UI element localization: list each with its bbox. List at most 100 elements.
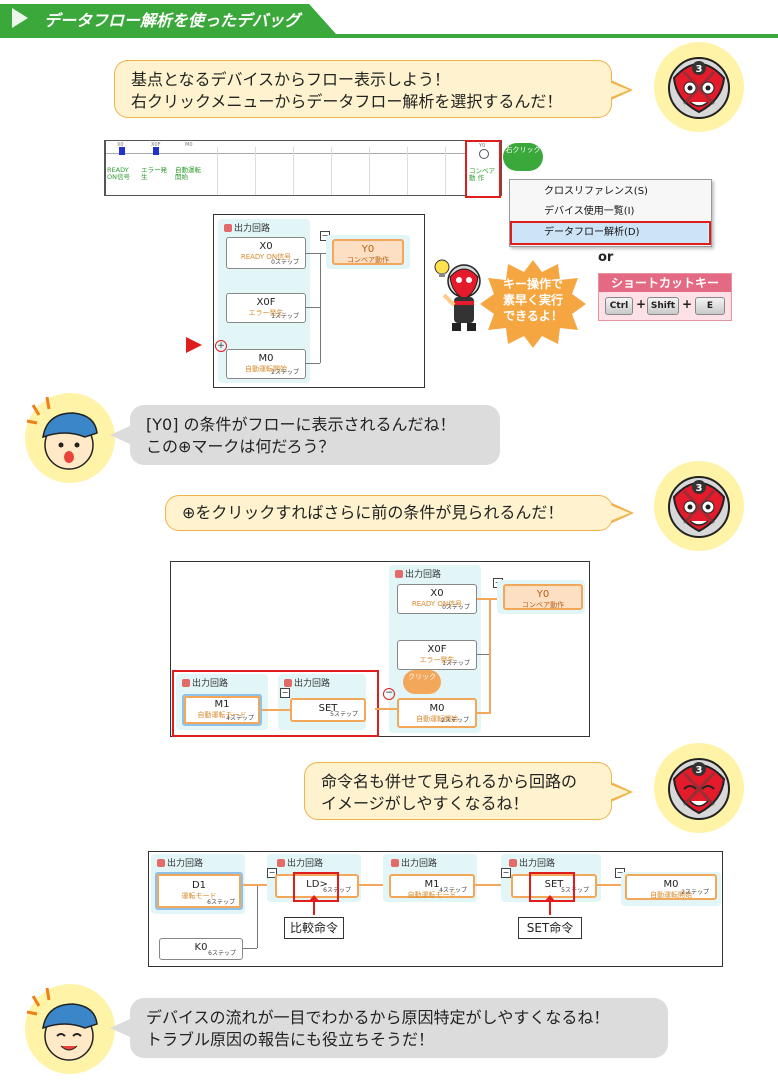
coil-y0-comment: コンベア動 作 <box>469 167 495 182</box>
collapse-ld-icon[interactable]: − <box>267 868 277 878</box>
hero-avatar-icon: 3 <box>654 42 744 132</box>
bubble-1-line-2: 右クリックメニューからデータフロー解析を選択するんだ！ <box>131 92 563 111</box>
red-arrow-icon <box>186 337 202 353</box>
group-icon <box>224 224 232 232</box>
flow2-node-m1[interactable]: M1 自動運転モード 4ステップ <box>182 694 262 726</box>
contact-x0-comment: READY ON信号 <box>107 166 130 181</box>
group-icon-2 <box>395 570 403 578</box>
boy-avatar-icon <box>25 393 115 483</box>
hero-badge-text-3: 3 <box>696 765 703 776</box>
mascot-hint-icon <box>434 259 481 331</box>
flow-panel-1: 出力回路 X0 READY ON信号 0ステップ X0F エラー発生 1ステップ… <box>213 214 425 388</box>
flow2-node-set[interactable]: SET 5ステップ <box>290 698 366 722</box>
menu-item-device-list[interactable]: デバイス使用一覧(I) <box>544 206 635 217</box>
flow-node-x0[interactable]: X0 READY ON信号 0ステップ <box>226 237 306 269</box>
collapse-set-icon[interactable]: − <box>280 688 290 698</box>
header-rule <box>0 34 778 38</box>
contact-x0-device: X0 <box>117 142 124 148</box>
coil-y0-highlight[interactable]: Y0 コンベア動 作 <box>465 140 501 198</box>
bubble-2-line-1: [Y0] の条件がフローに表示されるんだね！ <box>146 415 456 434</box>
speech-bubble-1: 基点となるデバイスからフロー表示しよう！ 右クリックメニューからデータフロー解析… <box>114 60 612 118</box>
bubble-1-tail <box>609 80 633 100</box>
boy-avatar-icon-2 <box>25 984 115 1074</box>
key-shift: Shift <box>647 297 679 315</box>
click-label: クリック <box>408 673 436 681</box>
flow2-node-x0[interactable]: X0 READY ON信号 0ステップ <box>397 584 477 614</box>
contact-x0-icon <box>119 147 125 155</box>
flow-node-x0f[interactable]: X0F エラー発生 1ステップ <box>226 293 306 323</box>
collapse-set-icon-2[interactable]: − <box>501 868 511 878</box>
speech-bubble-2: [Y0] の条件がフローに表示されるんだね！ この⊕マークは何だろう？ <box>130 405 500 465</box>
hero-face-icon-2: 3 <box>668 476 730 538</box>
group-icon-4 <box>284 679 292 687</box>
coil-icon <box>479 149 489 159</box>
header-arrow-icon <box>12 8 28 28</box>
bubble-4-tail <box>609 782 633 802</box>
menu-item-highlight <box>511 223 708 243</box>
starburst-line-2: 素早く実行 <box>502 293 563 307</box>
ladder-rung <box>105 153 501 154</box>
hero-face-icon-3: 3 <box>668 758 730 820</box>
contact-x0f-device: X0F <box>151 142 161 148</box>
bubble-1-line-1: 基点となるデバイスからフロー表示しよう！ <box>131 70 451 89</box>
flow-group-title: 出力回路 <box>224 221 270 234</box>
bubble-2-tail <box>110 425 132 445</box>
expand-plus-icon[interactable]: + <box>215 340 227 352</box>
flow3-node-m0[interactable]: M0 自動運転開始 2ステップ <box>625 874 717 900</box>
bubble-4-line-2: イメージがしやすくなるね！ <box>321 794 529 813</box>
menu-item-red-highlight <box>510 221 711 245</box>
header-band <box>0 4 336 34</box>
speech-bubble-5: デバイスの流れが一目でわかるから原因特定がしやすくなるね！ トラブル原因の報告に… <box>130 998 668 1058</box>
hero-badge-text: 3 <box>696 64 703 75</box>
starburst-line-1: キー操作で <box>502 277 563 291</box>
label-compare-instruction: 比較命令 <box>284 917 344 939</box>
ladder-left-rail <box>105 141 106 195</box>
speech-bubble-3: ⊕をクリックすればさらに前の条件が見られるんだ！ <box>165 495 613 531</box>
flow-node-m0[interactable]: M0 自動運転開始 2ステップ <box>226 349 306 379</box>
bubble-5-line-1: デバイスの流れが一目でわかるから原因特定がしやすくなるね！ <box>146 1008 610 1027</box>
bubble-2-line-2: この⊕マークは何だろう？ <box>146 437 335 456</box>
collapse-m0-icon[interactable]: − <box>383 688 395 700</box>
boy-face-icon-2 <box>26 987 98 1061</box>
key-e: E <box>695 297 725 315</box>
page-title: データフロー解析を使ったデバッグ <box>44 11 301 30</box>
flow2-node-m0[interactable]: M0 自動運転開始 2ステップ <box>397 698 477 728</box>
bubble-3-tail <box>610 503 634 523</box>
ladder-strip: X0 X0F M0 READY ON信号 エラー発 生 自動運転 開始 <box>104 140 502 196</box>
contact-m0-comment: 自動運転 開始 <box>175 166 201 181</box>
expanded-area-highlight: 出力回路 M1 自動運転モード 4ステップ 出力回路 − SET 5ステップ <box>172 670 379 737</box>
hero-badge-text-2: 3 <box>696 483 703 494</box>
label-set-instruction: SET命令 <box>518 917 582 939</box>
flow2-node-y0[interactable]: Y0 コンベア動作 <box>503 584 583 610</box>
speech-bubble-4: 命令名も併せて見られるから回路の イメージがしやすくなるね！ <box>304 762 612 820</box>
starburst-text: キー操作で 素早く実行 できるよ！ <box>493 276 573 324</box>
flow3-node-set[interactable]: SET 5ステップ <box>511 874 597 898</box>
contact-x0f-comment: エラー発 生 <box>141 166 167 181</box>
flow3-node-m1[interactable]: M1 自動運転モード 4ステップ <box>389 874 475 899</box>
hero-avatar-icon-3: 3 <box>654 743 744 833</box>
bubble-5-line-2: トラブル原因の報告にも役立ちそうだ！ <box>146 1030 435 1049</box>
hero-face-icon: 3 <box>668 57 730 119</box>
click-badge: クリック <box>403 670 441 694</box>
contact-m0-device: M0 <box>185 142 193 148</box>
starburst-hint <box>480 260 586 348</box>
starburst-line-3: できるよ！ <box>503 309 563 323</box>
flow-panel-3: 出力回路 D1 運転モード 6ステップ K0 6ステップ 出力回路 − LD> … <box>148 851 723 967</box>
context-menu: クロスリファレンス(S) デバイス使用一覧(I) データフロー解析(D) <box>509 179 712 247</box>
shortcut-title: ショートカットキー <box>599 274 731 292</box>
right-click-badge: 右クリック <box>503 143 543 171</box>
set-pointer <box>549 897 551 915</box>
group-icon-3 <box>182 679 190 687</box>
flow3-node-k0[interactable]: K0 6ステップ <box>159 938 243 960</box>
coil-y0-device: Y0 <box>479 143 486 149</box>
hero-avatar-icon-2: 3 <box>654 461 744 551</box>
flow2-node-x0f[interactable]: X0F エラー発生 1ステップ <box>397 640 477 670</box>
flow3-node-d1[interactable]: D1 運転モード 6ステップ <box>155 872 243 910</box>
flow-node-y0[interactable]: Y0 コンベア動作 <box>332 239 404 265</box>
ld-pointer <box>313 897 315 915</box>
boy-face-icon <box>26 396 98 470</box>
bubble-4-line-1: 命令名も併せて見られるから回路の <box>321 772 578 791</box>
menu-item-cross-reference[interactable]: クロスリファレンス(S) <box>544 186 648 197</box>
menu-item-data-flow-analysis[interactable]: データフロー解析(D) <box>544 227 640 238</box>
shortcut-box: ショートカットキー Ctrl + Shift + E <box>598 273 732 321</box>
